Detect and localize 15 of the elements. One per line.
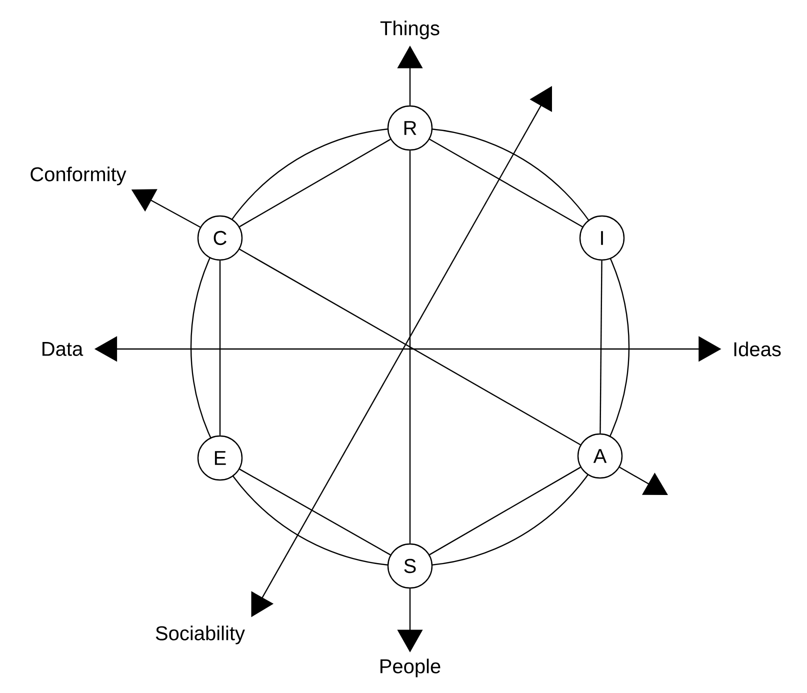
axis-label: Data [42,342,84,356]
connector-line [600,260,602,434]
connector-line [219,260,221,436]
axis-label: Conformity [30,166,126,186]
connector-line [409,150,411,544]
arrow [619,466,668,495]
connector-line [239,138,391,228]
connector-line [429,466,581,556]
connector-line [429,138,583,228]
axis-label: People [380,658,440,678]
axis-label: Ideas [734,342,781,356]
axis-label: Things [380,20,440,40]
connector-line [239,468,391,556]
connector-line [239,248,581,446]
axis-label: Sociability [156,626,245,644]
